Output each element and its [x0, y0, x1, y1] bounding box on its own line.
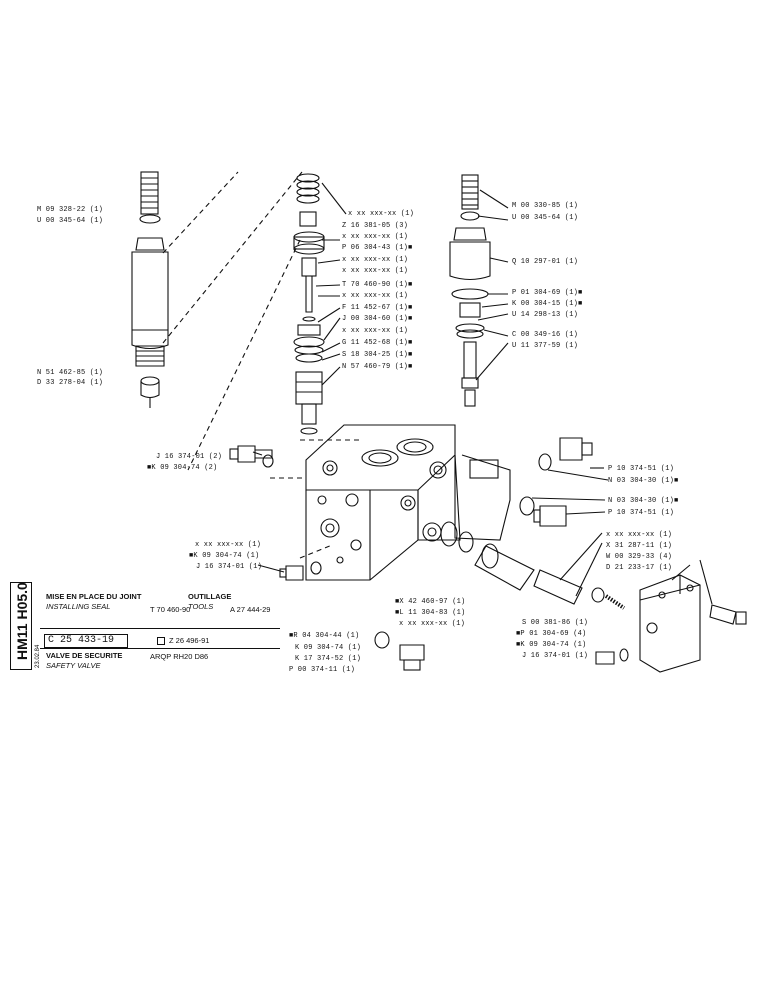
part-label: ■L 11 304-83 (1) [395, 609, 466, 617]
part-label: P 06 304-43 (1)■ [342, 244, 413, 252]
part-label: P 10 374-51 (1) [608, 465, 675, 473]
part-label: D 33 278-04 (1) [37, 379, 104, 387]
tools-fr: OUTILLAGE [188, 592, 232, 601]
part-label: U 00 345-64 (1) [37, 217, 104, 225]
part-label: N 03 304-30 (1)■ [608, 497, 679, 505]
part-label: U 00 345-64 (1) [512, 214, 579, 222]
part-label: J 00 304-60 (1)■ [342, 315, 413, 323]
valve-block [270, 424, 511, 581]
model: ARQP RH20 D86 [150, 652, 209, 661]
part-label: Q 10 297-01 (1) [512, 258, 579, 266]
part-label: x xx xxx-xx (1) [342, 267, 409, 275]
right-side-fittings [440, 437, 747, 673]
part-label: x xx xxx-xx (1) [342, 327, 409, 335]
part-label: J 16 374-01 (2) [156, 453, 223, 461]
part-label: T 70 460-90 (1)■ [342, 281, 413, 289]
tools-ref: A 27 444-29 [230, 605, 271, 614]
part-label: x xx xxx-xx (1) [606, 531, 673, 539]
part-number-box [44, 634, 128, 648]
checkbox-icon [157, 637, 165, 645]
part-label: ■X 42 460-97 (1) [395, 598, 466, 606]
part-label: W 00 329-33 (4) [606, 553, 673, 561]
operation-en: INSTALLING SEAL [46, 602, 111, 611]
operation-fr: MISE EN PLACE DU JOINT [46, 592, 142, 601]
part-label: x xx xxx-xx (1) [342, 292, 409, 300]
part-label: D 21 233-17 (1) [606, 564, 673, 572]
part-label: ■P 01 304-69 (4) [516, 630, 587, 638]
part-label: ■R 04 304-44 (1) [289, 632, 360, 640]
part-label: x xx xxx-xx (1) [399, 620, 466, 628]
part-label: S 00 381-86 (1) [522, 619, 589, 627]
part-label: U 14 298-13 (1) [512, 311, 579, 319]
part-label: N 03 304-30 (1)■ [608, 477, 679, 485]
part-label: K 17 374-52 (1) [295, 655, 362, 663]
part-label: x xx xxx-xx (1) [195, 541, 262, 549]
part-label: K 09 304-74 (1) [295, 644, 362, 652]
part-label: ■K 09 304-74 (1) [516, 641, 587, 649]
part-label: M 00 330-85 (1) [512, 202, 579, 210]
left-side-fittings [229, 445, 425, 671]
name-fr: VALVE DE SECURITE [46, 651, 123, 660]
part-label: J 16 374-01 (1) [522, 652, 589, 660]
tools-en: TOOLS [188, 602, 214, 611]
part-label: C 00 349-16 (1) [512, 331, 579, 339]
part-label: Z 16 381-05 (3) [342, 222, 409, 230]
left-cartridge [131, 171, 303, 408]
part-label: ■K 09 304-74 (2) [147, 464, 218, 472]
part-label: G 11 452-68 (1)■ [342, 339, 413, 347]
part-label: J 16 374-01 (1) [196, 563, 263, 571]
part-label: x xx xxx-xx (1) [342, 233, 409, 241]
part-label: P 10 374-51 (1) [608, 509, 675, 517]
part-label: S 18 304-25 (1)■ [342, 351, 413, 359]
name-en: SAFETY VALVE [46, 661, 101, 670]
part-label: F 11 452-67 (1)■ [342, 304, 413, 312]
divider [40, 648, 280, 649]
alternate-ref: Z 26 496-91 [169, 636, 210, 645]
operation-ref: T 70 460-90 [150, 605, 191, 614]
part-label: N 51 462-85 (1) [37, 369, 104, 377]
divider [40, 628, 280, 629]
part-label: P 00 374-11 (1) [289, 666, 356, 674]
central-cartridge-stack [187, 173, 360, 471]
code-box [10, 582, 32, 670]
part-number: C 25 433-19 [48, 635, 115, 646]
part-label: ■K 09 304-74 (1) [189, 552, 260, 560]
part-label: K 00 304-15 (1)■ [512, 300, 583, 308]
part-label: U 11 377-59 (1) [512, 342, 579, 350]
part-label: x xx xxx-xx (1) [342, 256, 409, 264]
part-label: N 57 460-79 (1)■ [342, 363, 413, 371]
part-label: x xx xxx-xx (1) [348, 210, 415, 218]
right-cartridge [449, 174, 509, 407]
part-label: X 31 287-11 (1) [606, 542, 673, 550]
part-label: P 01 304-69 (1)■ [512, 289, 583, 297]
part-label: M 09 328-22 (1) [37, 206, 104, 214]
